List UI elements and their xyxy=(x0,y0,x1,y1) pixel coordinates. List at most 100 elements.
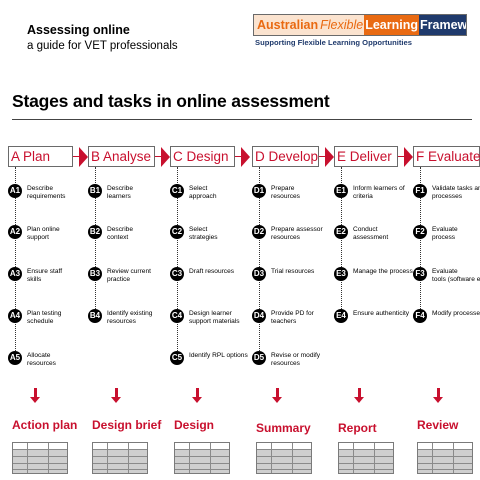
task-text-line: assessment xyxy=(353,234,389,242)
task-text-line: practice xyxy=(107,276,131,284)
output-label-b: Design brief xyxy=(92,418,162,432)
aflf-logo: AustralianFlexibleLearningFramework xyxy=(253,14,467,36)
task-text-line: process xyxy=(432,234,456,242)
task-text-line: skills xyxy=(27,276,42,284)
logo-part-learning: Learning xyxy=(364,15,420,35)
output-label-f: Review xyxy=(417,418,459,432)
task-text-line: Manage the process xyxy=(353,268,413,275)
stage-letter: B xyxy=(91,149,101,164)
title-divider xyxy=(12,119,472,120)
stage-connector-line xyxy=(235,156,242,157)
task-badge-b4: B4 xyxy=(88,309,102,323)
task-text-line: Describe xyxy=(107,226,134,233)
logo-part-flexible: Flexible xyxy=(320,18,364,32)
output-label-c: Design xyxy=(174,418,215,432)
task-text-line: schedule xyxy=(27,318,54,326)
task-text-c3: Draft resources xyxy=(189,268,234,276)
task-badge-c5: C5 xyxy=(170,351,184,365)
task-text-line: Provide PD for xyxy=(271,310,314,317)
task-text-line: Identify RPL options xyxy=(189,352,248,359)
task-text-line: resources xyxy=(271,193,300,201)
task-badge-c2: C2 xyxy=(170,225,184,239)
task-badge-a2: A2 xyxy=(8,225,22,239)
task-badge-f4: F4 xyxy=(413,309,427,323)
task-text-line: resources xyxy=(107,318,136,326)
task-text-line: Plan testing xyxy=(27,310,62,317)
task-text-line: Select xyxy=(189,185,208,192)
stage-box-c: C Design xyxy=(170,146,235,167)
logo-part-australian: Australian xyxy=(257,18,319,32)
output-label-e: Report xyxy=(338,421,377,435)
task-badge-d4: D4 xyxy=(252,309,266,323)
task-badge-b1: B1 xyxy=(88,184,102,198)
task-text-line: Design learner xyxy=(189,310,232,317)
task-text-e4: Ensure authenticity xyxy=(353,310,409,318)
task-text-line: context xyxy=(107,234,129,242)
task-text-line: criteria xyxy=(353,193,373,201)
stage-spine-line xyxy=(15,167,17,351)
task-text-line: Select xyxy=(189,226,208,233)
stage-connector-line xyxy=(319,156,326,157)
task-text-line: Revise or modify xyxy=(271,352,321,359)
logo-part-framework: Framework xyxy=(419,15,466,35)
task-text-line: Validate tasks and xyxy=(432,185,480,192)
stage-label: Develop xyxy=(264,149,319,164)
stage-label: Deliver xyxy=(346,149,392,164)
task-badge-d2: D2 xyxy=(252,225,266,239)
task-text-line: Inform learners of xyxy=(353,185,405,192)
task-text-line: Plan online xyxy=(27,226,60,233)
task-badge-d3: D3 xyxy=(252,267,266,281)
stage-letter: D xyxy=(255,149,265,164)
task-text-line: learners xyxy=(107,193,131,201)
task-badge-c3: C3 xyxy=(170,267,184,281)
task-text-line: Prepare assessor xyxy=(271,226,323,233)
stage-label: Design xyxy=(182,149,229,164)
task-text-d3: Trial resources xyxy=(271,268,314,276)
task-text-line: approach xyxy=(189,193,217,201)
stage-box-b: B Analyse xyxy=(88,146,155,167)
task-text-line: Draft resources xyxy=(189,268,235,275)
task-badge-e1: E1 xyxy=(334,184,348,198)
task-text-line: support materials xyxy=(189,318,240,326)
task-text-line: Review current xyxy=(107,268,151,275)
task-text-line: processes xyxy=(432,193,463,201)
stage-box-f: F Evaluate xyxy=(413,146,480,167)
task-text-f1: Validate tasks andprocesses xyxy=(432,185,480,202)
task-text-line: tools (software etc xyxy=(432,276,480,284)
stage-spine-line xyxy=(259,167,261,351)
task-badge-a5: A5 xyxy=(8,351,22,365)
stage-box-d: D Develop xyxy=(252,146,319,167)
task-text-line: Allocate xyxy=(27,352,51,359)
task-badge-f3: F3 xyxy=(413,267,427,281)
task-badge-a1: A1 xyxy=(8,184,22,198)
task-text-line: Prepare xyxy=(271,185,295,192)
task-text-line: Modify processes xyxy=(432,310,480,317)
task-badge-a4: A4 xyxy=(8,309,22,323)
output-label-a: Action plan xyxy=(12,418,78,432)
stage-letter: F xyxy=(416,149,425,164)
document-table-icon xyxy=(92,442,148,474)
task-badge-e3: E3 xyxy=(334,267,348,281)
task-text-line: Ensure staff xyxy=(27,268,63,275)
task-badge-b3: B3 xyxy=(88,267,102,281)
task-text-c5: Identify RPL options xyxy=(189,352,248,360)
stage-connector-arrow-icon xyxy=(241,147,250,167)
task-text-line: Ensure authenticity xyxy=(353,310,410,317)
task-text-line: Evaluate xyxy=(432,268,458,275)
stage-connector-arrow-icon xyxy=(161,147,170,167)
document-table-icon xyxy=(174,442,230,474)
logo-tagline: Supporting Flexible Learning Opportuniti… xyxy=(255,38,412,47)
